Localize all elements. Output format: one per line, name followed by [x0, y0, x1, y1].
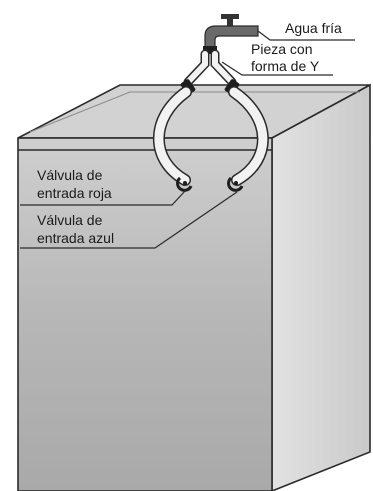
- label-red-valve-line2: entrada roja: [37, 185, 112, 201]
- red-inlet-valve-icon: [176, 176, 193, 192]
- label-y-piece-line1: Pieza con: [251, 41, 312, 57]
- label-y-piece-line2: forma de Y: [251, 58, 320, 74]
- label-red-valve-line1: Válvula de: [37, 167, 103, 183]
- red-valve-leader: [20, 189, 187, 206]
- blue-valve-leader: [20, 191, 238, 249]
- label-cold-water: Agua fría: [285, 20, 342, 36]
- cold-water-leader: [257, 30, 355, 41]
- blue-inlet-valve-icon: [227, 176, 244, 192]
- cabinet-side: [271, 83, 371, 491]
- cabinet: [17, 83, 371, 491]
- cold-water-tap-icon: [203, 14, 259, 54]
- cabinet-top-panel-line: [29, 91, 131, 133]
- inlet-hoses: [152, 86, 269, 186]
- y-piece-leader: [221, 61, 333, 76]
- leader-lines: [20, 30, 355, 249]
- label-blue-valve-line1: Válvula de: [37, 212, 103, 228]
- label-blue-valve-line2: entrada azul: [37, 230, 114, 246]
